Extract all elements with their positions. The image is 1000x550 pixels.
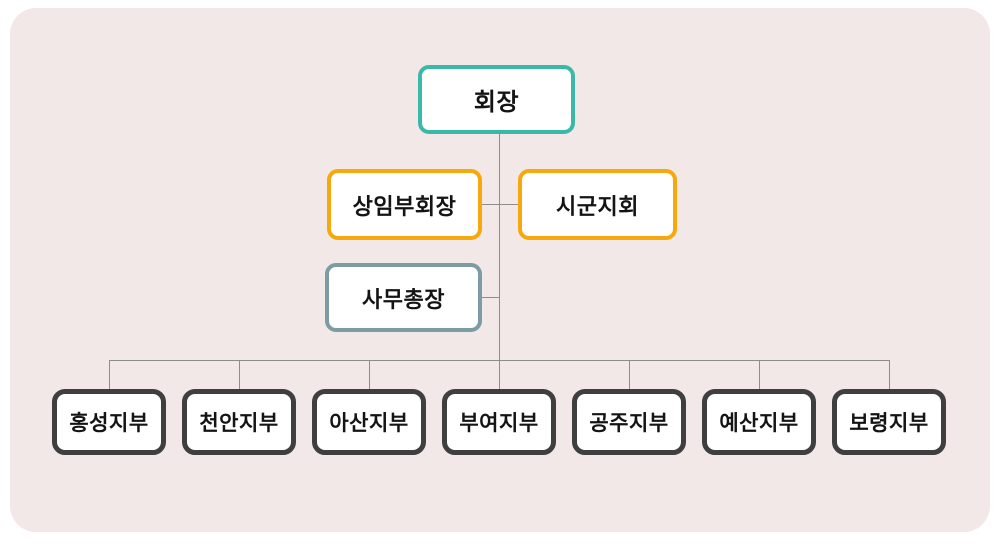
connector-secretary-horizontal (482, 297, 499, 298)
connector-stub-branch-4 (499, 360, 500, 389)
node-branch-asan-label: 아산지부 (329, 412, 409, 435)
connector-stub-branch-7 (889, 360, 890, 389)
node-branch-asan: 아산지부 (312, 389, 426, 455)
connector-stub-branch-6 (759, 360, 760, 389)
node-chairman: 회장 (418, 65, 575, 134)
node-city-county-chapter: 시군지회 (518, 169, 677, 240)
node-branch-yesan-label: 예산지부 (719, 412, 799, 435)
node-branch-hongseong-label: 홍성지부 (69, 412, 149, 435)
node-city-county-chapter-label: 시군지회 (556, 193, 639, 219)
node-branch-gongju-label: 공주지부 (589, 412, 669, 435)
node-secretary-general-label: 사무총장 (362, 286, 445, 312)
node-branch-buyeo-label: 부여지부 (459, 412, 539, 435)
node-branch-cheonan-label: 천안지부 (199, 412, 279, 435)
node-branch-hongseong: 홍성지부 (52, 389, 166, 455)
connector-vertical-center (499, 134, 500, 360)
node-branch-boryeong: 보령지부 (832, 389, 946, 455)
connector-level2-horizontal (482, 204, 518, 205)
connector-stub-branch-5 (629, 360, 630, 389)
node-chairman-label: 회장 (473, 89, 520, 116)
node-secretary-general: 사무총장 (325, 263, 482, 332)
node-standing-vice-chairman: 상임부회장 (327, 169, 482, 240)
connector-stub-branch-1 (109, 360, 110, 389)
node-branch-buyeo: 부여지부 (442, 389, 556, 455)
node-branch-cheonan: 천안지부 (182, 389, 296, 455)
node-standing-vice-chairman-label: 상임부회장 (352, 193, 457, 219)
node-branch-gongju: 공주지부 (572, 389, 686, 455)
connector-stub-branch-3 (369, 360, 370, 389)
connector-stub-branch-2 (239, 360, 240, 389)
node-branch-yesan: 예산지부 (702, 389, 816, 455)
node-branch-boryeong-label: 보령지부 (849, 412, 929, 435)
